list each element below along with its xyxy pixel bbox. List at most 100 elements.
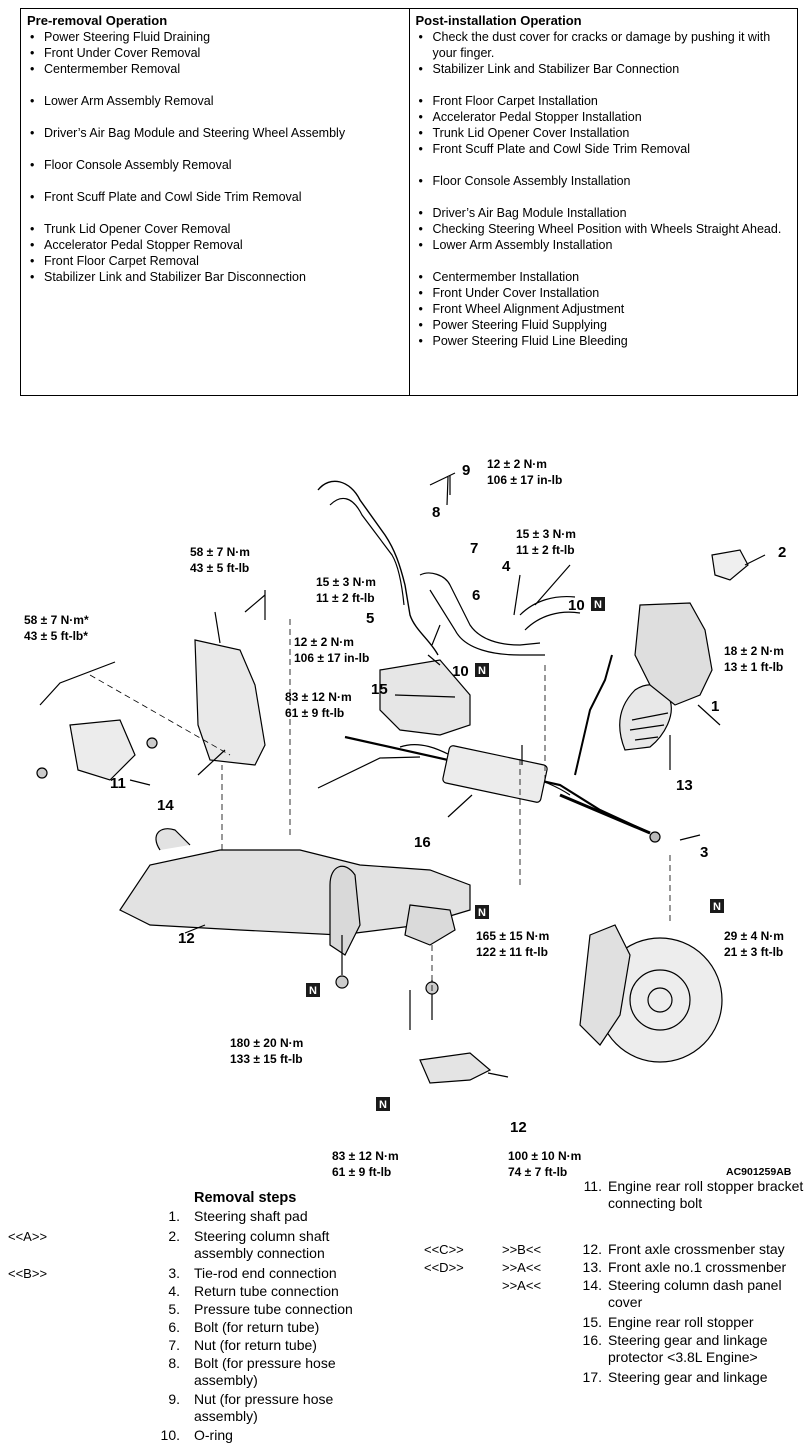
list-item: Driver’s Air Bag Module and Steering Whe… xyxy=(27,125,403,141)
list-item: Trunk Lid Opener Cover Installation xyxy=(416,125,792,141)
torque-label: 21 ± 3 ft-lb xyxy=(724,945,783,959)
procedure-code: >>A<< xyxy=(502,1260,542,1275)
torque-label: 11 ± 2 ft-lb xyxy=(316,591,375,605)
list-item: Front Under Cover Removal xyxy=(27,45,403,61)
torque-label: 83 ± 12 N·m xyxy=(332,1149,399,1163)
list-item: Centermember Removal xyxy=(27,61,403,77)
callout-2: 2 xyxy=(778,544,786,561)
list-item: Stabilizer Link and Stabilizer Bar Conne… xyxy=(416,61,792,77)
callout-10-upper: 10 xyxy=(568,597,585,614)
list-item: Lower Arm Assembly Removal xyxy=(27,93,403,109)
torque-label: 58 ± 7 N·m* xyxy=(24,613,89,627)
list-item: Front Floor Carpet Removal xyxy=(27,253,403,269)
removal-steps-heading: Removal steps xyxy=(194,1190,297,1206)
list-item: Lower Arm Assembly Installation xyxy=(416,237,792,253)
torque-label: 83 ± 12 N·m xyxy=(285,690,352,704)
callout-14: 13 xyxy=(676,777,693,794)
figure-id: AC901259AB xyxy=(726,1166,792,1178)
callout-3: 3 xyxy=(700,844,708,861)
torque-label: 15 ± 3 N·m xyxy=(316,575,376,589)
operations-table: Pre-removal Operation Power Steering Flu… xyxy=(20,8,798,396)
n-marker-label: N xyxy=(594,599,602,611)
callout-10-lower: 10 xyxy=(452,663,469,680)
n-marker xyxy=(475,905,489,919)
post-installation-list: Check the dust cover for cracks or damag… xyxy=(416,29,792,349)
torque-label: 165 ± 15 N·m xyxy=(476,929,549,943)
n-marker-label: N xyxy=(309,985,317,997)
callout-1: 1 xyxy=(711,698,719,715)
torque-label: 106 ± 17 in-lb xyxy=(487,473,562,487)
torque-label: 106 ± 17 in-lb xyxy=(294,651,369,665)
callout-7: 7 xyxy=(470,540,478,557)
pre-removal-list: Power Steering Fluid Draining Front Unde… xyxy=(27,29,403,285)
procedure-code: >>B<< xyxy=(502,1242,542,1257)
list-item: Front Under Cover Installation xyxy=(416,285,792,301)
n-marker xyxy=(376,1097,390,1111)
procedure-code: <<C>> xyxy=(424,1242,464,1257)
callout-12: 12 xyxy=(510,1119,527,1136)
list-item: Centermember Installation xyxy=(416,269,792,285)
list-item: Front Scuff Plate and Cowl Side Trim Rem… xyxy=(27,189,403,205)
torque-label: 12 ± 2 N·m xyxy=(294,635,354,649)
torque-label: 100 ± 10 N·m xyxy=(508,1149,581,1163)
torque-label: 13 ± 1 ft-lb xyxy=(724,660,783,674)
procedure-code: <<B>> xyxy=(8,1266,48,1281)
list-item: Floor Console Assembly Installation xyxy=(416,173,792,189)
pre-removal-column: Pre-removal Operation Power Steering Flu… xyxy=(21,9,409,395)
procedure-code: <<D>> xyxy=(424,1260,464,1275)
list-item: Accelerator Pedal Stopper Removal xyxy=(27,237,403,253)
list-item: Floor Console Assembly Removal xyxy=(27,157,403,173)
new-part-markers: N N N N N N xyxy=(306,597,724,1111)
list-item: Trunk Lid Opener Cover Removal xyxy=(27,221,403,237)
n-marker-label: N xyxy=(478,907,486,919)
list-item: Front Scuff Plate and Cowl Side Trim Rem… xyxy=(416,141,792,157)
torque-label: 43 ± 5 ft-lb xyxy=(190,561,249,575)
callout-11: 11 xyxy=(110,775,126,792)
post-installation-column: Post-installation Operation Check the du… xyxy=(408,9,798,395)
callout-16: 15 xyxy=(371,681,388,698)
removal-steps: Removal steps <<A>> <<B>> 1.Steering sha… xyxy=(8,1178,804,1443)
list-item: Power Steering Fluid Supplying xyxy=(416,317,792,333)
callout-13: 12 xyxy=(178,930,195,947)
callout-5: 5 xyxy=(366,610,374,627)
list-item: Front Wheel Alignment Adjustment xyxy=(416,301,792,317)
list-item: Check the dust cover for cracks or damag… xyxy=(416,29,792,61)
torque-label: 74 ± 7 ft-lb xyxy=(508,1165,567,1179)
exploded-assembly-diagram: 12 ± 2 N·m 106 ± 17 in-lb 15 ± 3 N·m 11 … xyxy=(24,457,792,1179)
callout-15: 14 xyxy=(157,797,174,814)
pre-removal-title: Pre-removal Operation xyxy=(27,13,168,28)
diagram-linework xyxy=(36,472,766,1084)
procedure-code: >>A<< xyxy=(502,1278,542,1293)
list-item: Checking Steering Wheel Position with Wh… xyxy=(416,221,792,237)
post-installation-title: Post-installation Operation xyxy=(415,13,582,28)
procedure-code: <<A>> xyxy=(8,1229,48,1244)
torque-label: 133 ± 15 ft-lb xyxy=(230,1052,303,1066)
list-item: Power Steering Fluid Draining xyxy=(27,29,403,45)
callout-17: 16 xyxy=(414,834,431,851)
list-item: Driver’s Air Bag Module Installation xyxy=(416,205,792,221)
n-marker xyxy=(591,597,605,611)
list-item: Accelerator Pedal Stopper Installation xyxy=(416,109,792,125)
n-marker-label: N xyxy=(478,665,486,677)
list-item: Power Steering Fluid Line Bleeding xyxy=(416,333,792,349)
torque-label: 180 ± 20 N·m xyxy=(230,1036,303,1050)
torque-label: 18 ± 2 N·m xyxy=(724,644,784,658)
callout-9: 9 xyxy=(462,462,470,479)
torque-label: 43 ± 5 ft-lb* xyxy=(24,629,88,643)
list-item: Stabilizer Link and Stabilizer Bar Disco… xyxy=(27,269,403,285)
n-marker xyxy=(306,983,320,997)
torque-label: 122 ± 11 ft-lb xyxy=(476,945,548,959)
torque-label: 12 ± 2 N·m xyxy=(487,457,547,471)
n-marker-label: N xyxy=(713,901,721,913)
list-item: Front Floor Carpet Installation xyxy=(416,93,792,109)
part-callouts: 9 8 7 4 6 10 5 10 2 1 15 13 11 14 16 3 1… xyxy=(110,462,786,1136)
n-marker-label: N xyxy=(379,1099,387,1111)
callout-6: 6 xyxy=(472,587,480,604)
callout-8: 8 xyxy=(432,504,440,521)
torque-label: 58 ± 7 N·m xyxy=(190,545,250,559)
torque-labels: 12 ± 2 N·m 106 ± 17 in-lb 15 ± 3 N·m 11 … xyxy=(24,457,784,1179)
torque-label: 61 ± 9 ft-lb xyxy=(332,1165,391,1179)
torque-label: 15 ± 3 N·m xyxy=(516,527,576,541)
callout-4: 4 xyxy=(502,558,511,575)
torque-label: 11 ± 2 ft-lb xyxy=(516,543,575,557)
